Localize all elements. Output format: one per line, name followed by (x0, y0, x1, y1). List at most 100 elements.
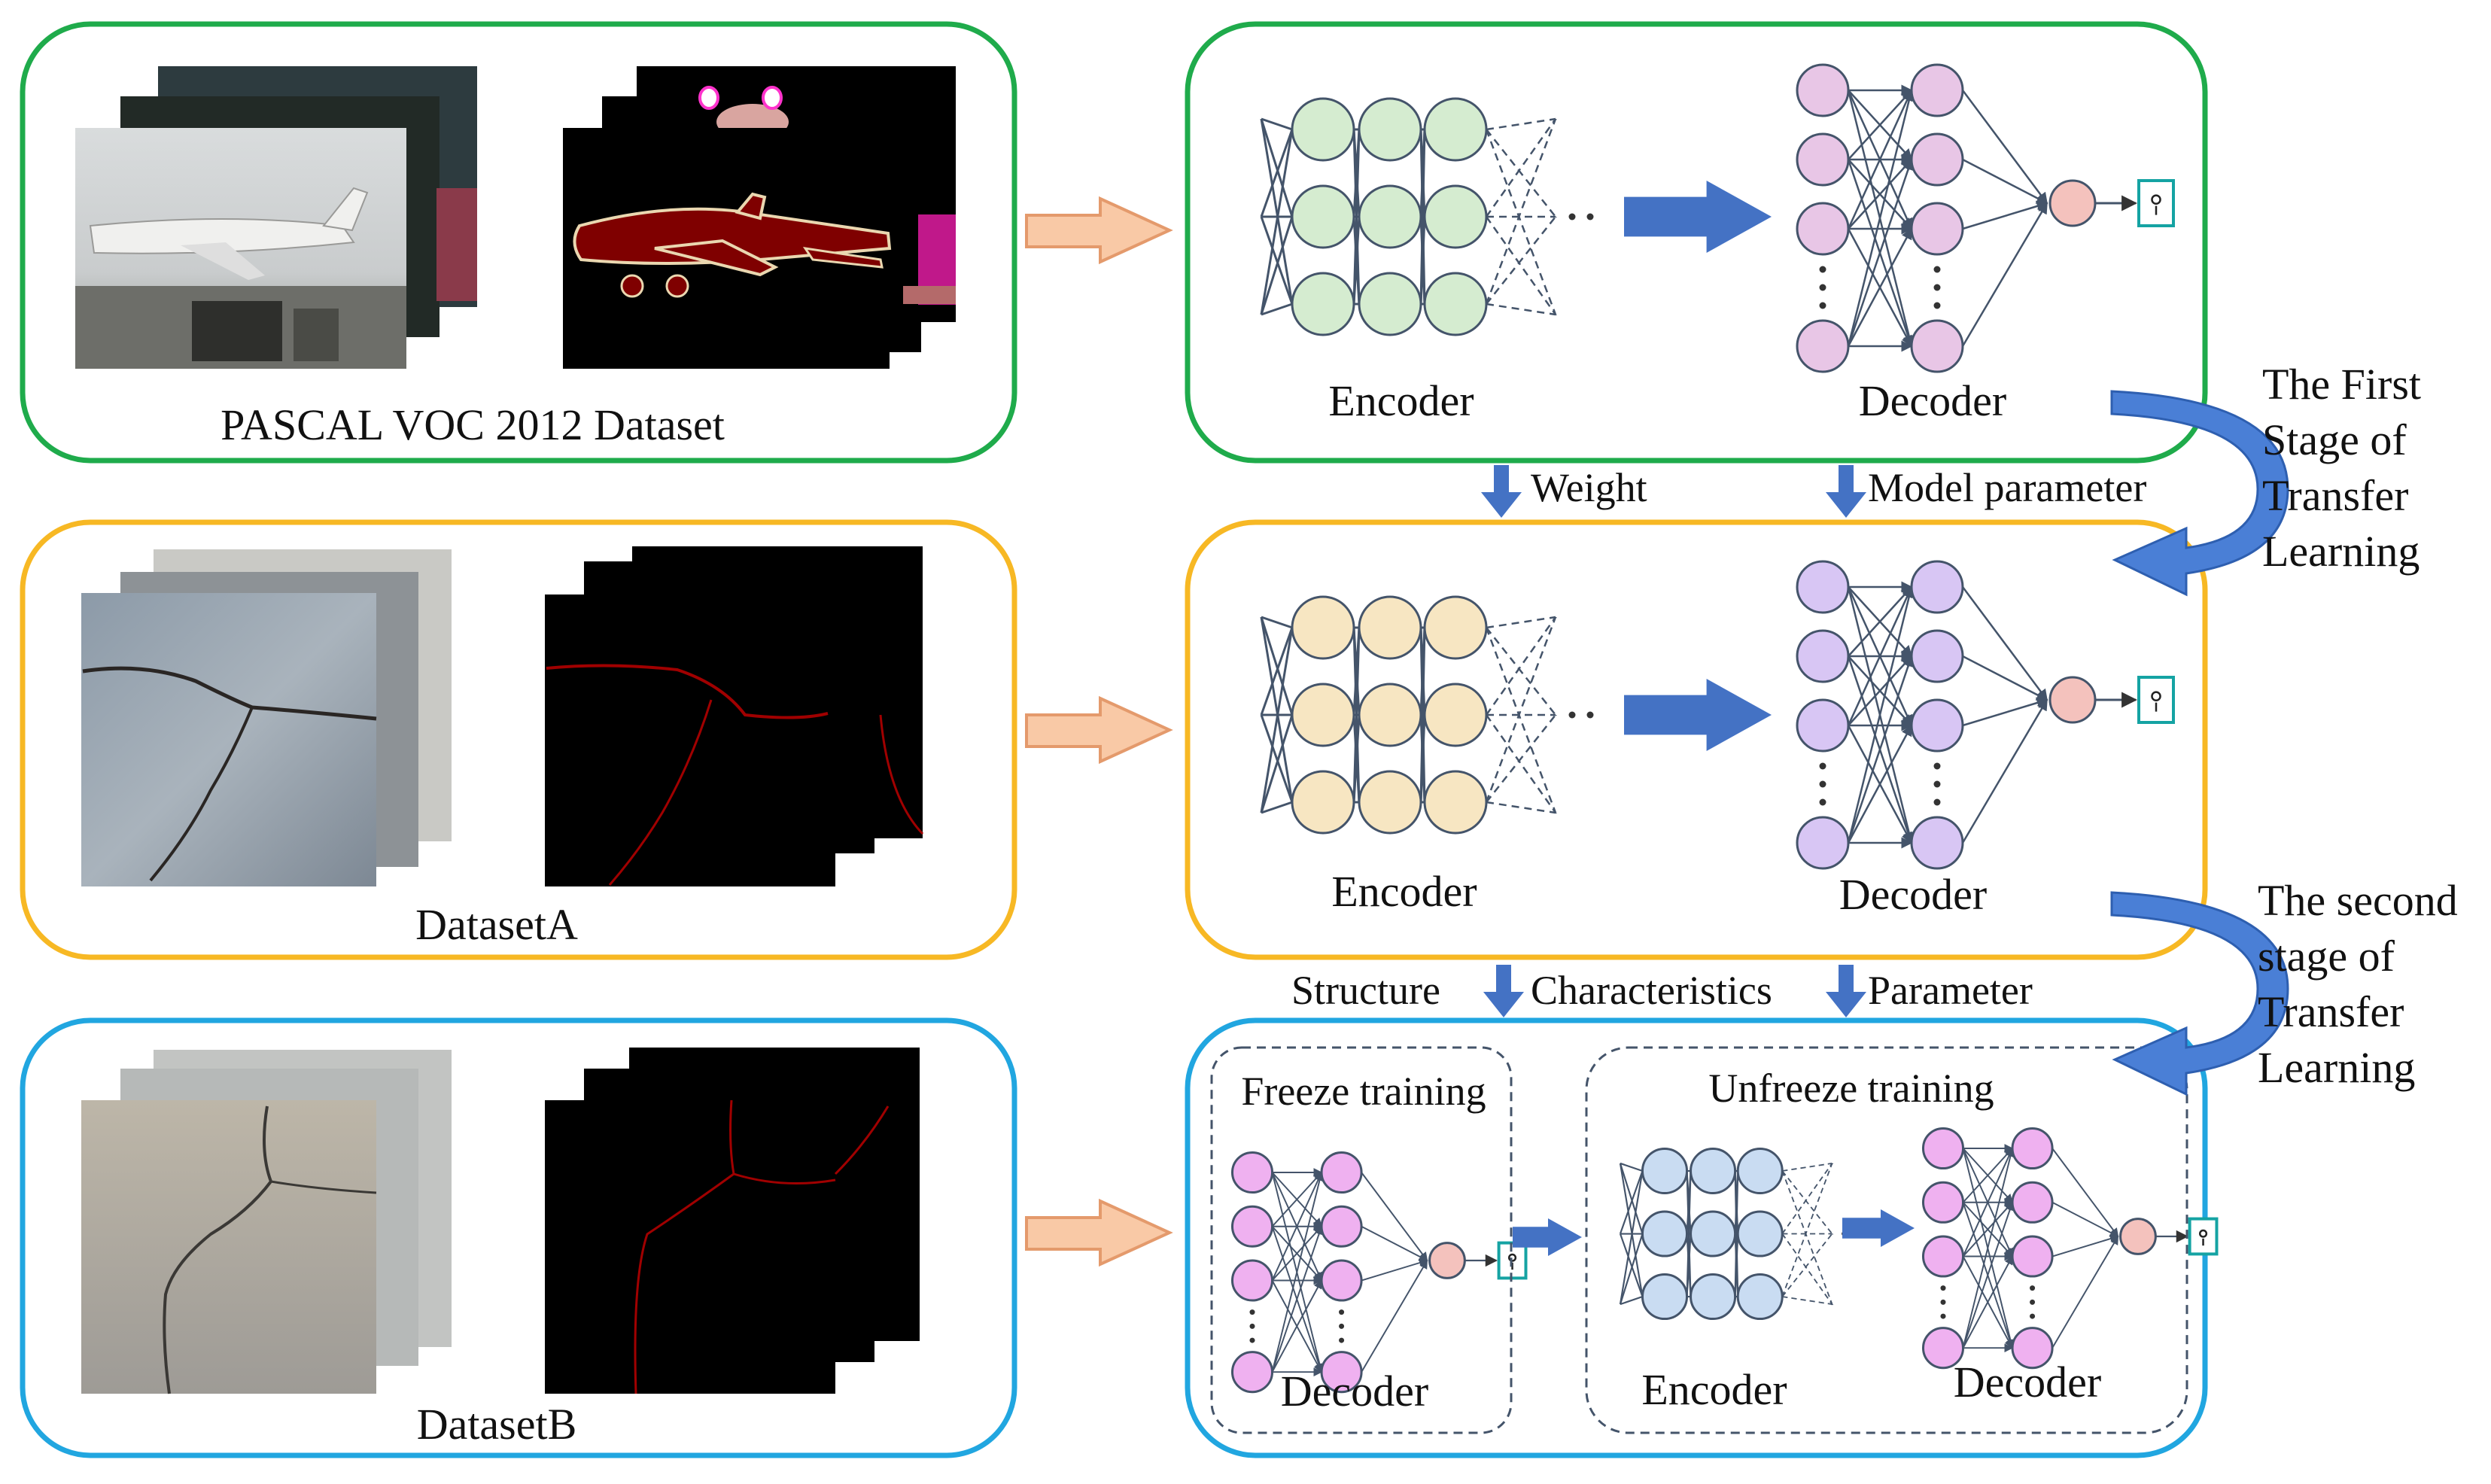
connection-line (1781, 1163, 1833, 1235)
ellipsis-dot (1940, 1313, 1946, 1319)
neuron-node (1921, 1327, 1965, 1370)
transfer-label-structure: Structure (1291, 968, 1440, 1013)
neuron-node (1358, 184, 1422, 249)
neuron-node (2011, 1235, 2054, 1278)
ellipsis-dot (1933, 780, 1941, 788)
connection-line (1485, 616, 1557, 716)
connection-line (1361, 1172, 1428, 1261)
connection-line (1782, 1296, 1833, 1306)
network-panel-stage2 (1185, 519, 2208, 960)
connection-line (1848, 89, 1913, 160)
neuron-node (1358, 683, 1422, 747)
neuron-node (1423, 97, 1488, 162)
transfer-arrow-icon (1483, 965, 1524, 1017)
connection-line (1619, 1163, 1644, 1297)
encoder-label-stage2: Encoder (1331, 867, 1477, 916)
neuron-node (1910, 629, 1964, 683)
flow-arrow-icon (1842, 1209, 1915, 1247)
dataset-label-a: DatasetA (415, 900, 578, 949)
first-stage-label: The First Stage of Transfer Learning (2262, 360, 2421, 576)
neuron-node (1358, 595, 1422, 660)
dataset-b-image-stack (81, 1050, 452, 1394)
network-stage3 (1230, 1127, 2219, 1394)
connection-line (1486, 714, 1556, 803)
connection-line (1847, 89, 1913, 230)
neuron-node (1796, 202, 1850, 256)
connection-line (1847, 724, 1913, 844)
ellipsis-dot (1819, 798, 1826, 806)
connection-line (1619, 1170, 1644, 1305)
connection-line (1260, 216, 1294, 305)
second-stage-line-2: stage of (2258, 932, 2395, 981)
connection-line (2052, 1201, 2119, 1237)
connection-line (1271, 1225, 1324, 1373)
connection-line (1271, 1279, 1322, 1373)
dataset-panel-a (20, 519, 1017, 960)
connection-line (1260, 627, 1294, 813)
connection-line (1848, 585, 1913, 657)
connection-line (1961, 90, 2048, 205)
connection-line (1848, 655, 1913, 726)
neuron-node (1910, 560, 1964, 614)
neuron-node (1921, 1181, 1965, 1224)
connection-line (1962, 158, 2048, 205)
connection-line (1962, 655, 2048, 701)
crack-photo-b (81, 1100, 376, 1394)
neuron-node (1423, 272, 1488, 336)
ellipsis-dot (1933, 762, 1941, 770)
connection-line (1962, 1255, 2013, 1349)
output-bulb-icon (1497, 1241, 1528, 1280)
ellipsis-dot (1933, 284, 1941, 291)
output-node (2119, 1218, 2157, 1255)
decoder-network (1796, 63, 2175, 373)
connection-line (2052, 1234, 2119, 1257)
transfer-label-model-parameter: Model parameter (1868, 465, 2146, 510)
connection-line (1261, 616, 1293, 629)
dataset-a-image-stack (81, 549, 452, 886)
neuron-node (1320, 1205, 1363, 1248)
ellipsis-dot (1249, 1323, 1255, 1329)
neuron-node (1910, 816, 1964, 870)
ellipsis-dot (1819, 284, 1826, 291)
transfer-arrow-icon (1481, 465, 1522, 518)
connection-line (1962, 1201, 2013, 1257)
connection-line (1619, 1170, 1644, 1234)
decoder-network (1921, 1127, 2219, 1370)
ellipsis-dot (1819, 302, 1826, 309)
neuron-node (1796, 816, 1850, 870)
neuron-node (1796, 629, 1850, 683)
decoder-network (1230, 1151, 1528, 1394)
flow-arrow-icon (1624, 679, 1772, 751)
decoder-network (1796, 560, 2175, 870)
first-stage-line-2: Stage of (2262, 415, 2407, 464)
connection-line (1486, 129, 1556, 217)
neuron-node (1230, 1351, 1274, 1394)
second-stage-line-3: Transfer (2258, 987, 2404, 1036)
connection-line (1260, 714, 1294, 803)
neuron-node (2011, 1181, 2054, 1224)
flow-arrow-icon (1624, 181, 1772, 253)
ellipsis-dot (1940, 1299, 1946, 1305)
curved-stage-arrow-icon (2110, 891, 2289, 1096)
connection-line (1620, 1162, 1643, 1172)
connection-line (1260, 118, 1294, 305)
neuron-node (1910, 698, 1964, 753)
panel-frames (20, 21, 2208, 1458)
first-stage-line-4: Learning (2262, 527, 2420, 576)
connection-line (1962, 1147, 2013, 1257)
neuron-node (1796, 63, 1850, 117)
neuron-node (1423, 184, 1488, 249)
encoder-network (1260, 97, 1594, 336)
pascal-mask-stack (563, 66, 956, 369)
neuron-node (1358, 97, 1422, 162)
ellipsis-dot (1249, 1337, 1255, 1343)
neuron-node (1230, 1259, 1274, 1302)
ellipsis-dot (1933, 302, 1941, 309)
neuron-node (1358, 770, 1422, 835)
encoder-network (1260, 595, 1594, 835)
crack-mask-a (545, 595, 835, 886)
neuron-node (1910, 63, 1964, 117)
connection-line (1485, 118, 1557, 305)
second-stage-line-1: The second (2258, 876, 2458, 925)
neuron-node (1910, 202, 1964, 256)
